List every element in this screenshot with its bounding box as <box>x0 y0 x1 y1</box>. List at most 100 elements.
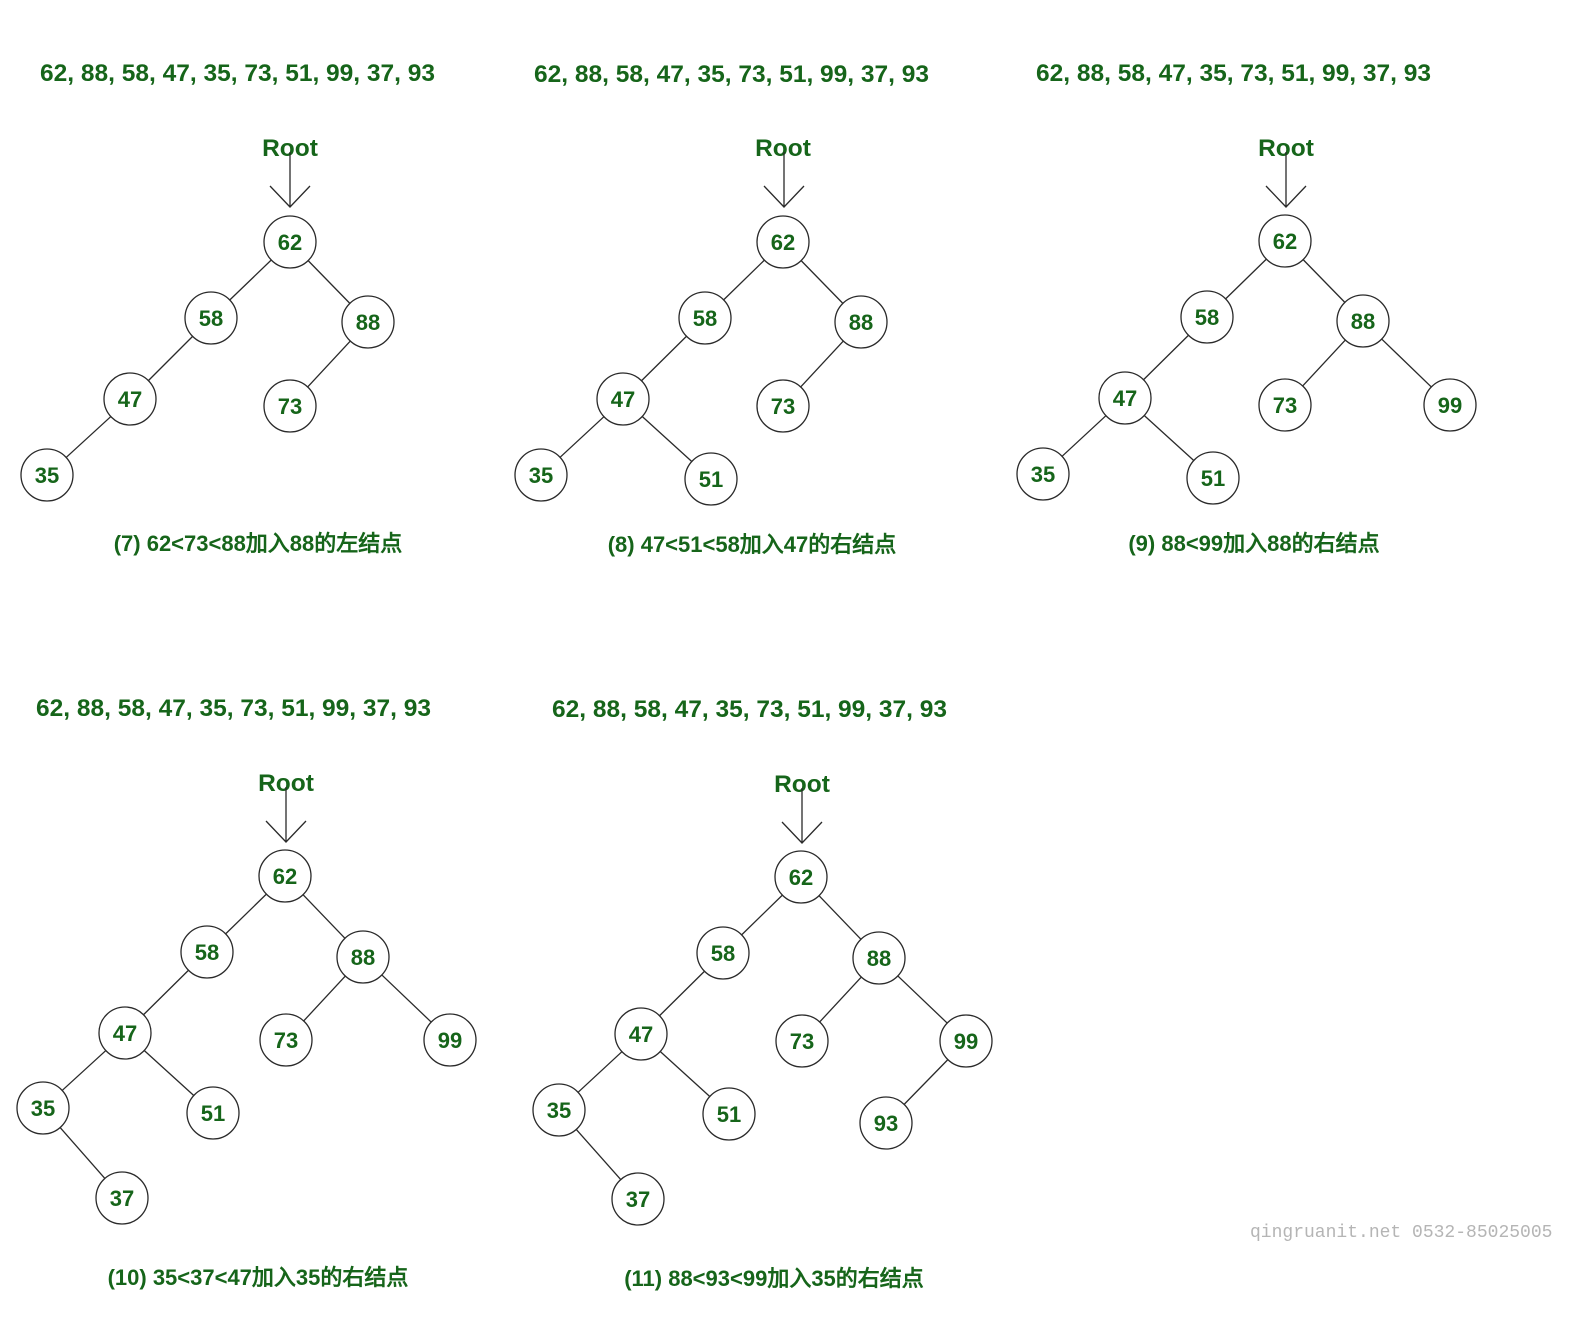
tree-edge-62-88 <box>302 894 346 939</box>
tree-node-35: 35 <box>532 1083 586 1137</box>
step-caption: (7) 62<73<88加入88的左结点 <box>114 531 403 556</box>
watermark: qingruanit.net 0532-85025005 <box>1250 1223 1552 1243</box>
node-value: 51 <box>1201 466 1225 491</box>
tree-node-58: 58 <box>696 926 750 980</box>
tree-node-88: 88 <box>852 931 906 985</box>
node-circle <box>756 379 810 433</box>
root-arrow-icon <box>265 787 307 843</box>
node-circle <box>16 1081 70 1135</box>
node-circle <box>95 1171 149 1225</box>
node-value: 62 <box>278 230 302 255</box>
tree-edge-47-51 <box>143 1050 195 1096</box>
node-value: 62 <box>771 230 795 255</box>
tree-node-58: 58 <box>678 291 732 345</box>
tree-node-37: 37 <box>611 1172 665 1226</box>
tree-edges <box>59 893 432 1179</box>
tree-node-47: 47 <box>103 372 157 426</box>
tree-edge-47-51 <box>641 416 693 462</box>
tree-edge-62-88 <box>800 260 844 304</box>
node-value: 73 <box>274 1028 298 1053</box>
node-value: 62 <box>789 865 813 890</box>
node-value: 99 <box>1438 393 1462 418</box>
node-value: 88 <box>1351 309 1375 334</box>
node-circle <box>98 1006 152 1060</box>
node-value: 47 <box>611 387 635 412</box>
step-panel-5: 62, 88, 58, 47, 35, 73, 51, 99, 37, 93Ro… <box>532 696 993 1291</box>
tree-node-47: 47 <box>614 1007 668 1061</box>
tree-edge-62-88 <box>307 260 351 304</box>
tree-edge-88-99 <box>1381 338 1432 388</box>
node-value: 37 <box>626 1187 650 1212</box>
node-circle <box>596 372 650 426</box>
step-panel-2: 62, 88, 58, 47, 35, 73, 51, 99, 37, 93Ro… <box>514 61 929 557</box>
tree-node-73: 73 <box>263 379 317 433</box>
tree-edge-58-47 <box>1143 334 1189 381</box>
tree-edge-47-35 <box>559 416 605 458</box>
tree-edge-62-58 <box>741 894 783 936</box>
step-caption: (10) 35<37<47加入35的右结点 <box>108 1265 409 1290</box>
node-value: 47 <box>113 1021 137 1046</box>
tree-edge-62-88 <box>1302 259 1346 303</box>
node-value: 35 <box>547 1098 571 1123</box>
tree-node-73: 73 <box>756 379 810 433</box>
node-value: 35 <box>31 1096 55 1121</box>
node-circle <box>341 295 395 349</box>
tree-edge-88-73 <box>1302 339 1346 387</box>
node-circle <box>678 291 732 345</box>
node-circle <box>1258 214 1312 268</box>
node-value: 88 <box>849 310 873 335</box>
tree-node-73: 73 <box>259 1013 313 1067</box>
node-value: 93 <box>874 1111 898 1136</box>
node-circle <box>834 295 888 349</box>
node-value: 51 <box>699 467 723 492</box>
tree-edge-88-73 <box>800 340 844 388</box>
tree-edge-58-47 <box>659 970 705 1017</box>
node-circle <box>103 372 157 426</box>
node-circle <box>336 930 390 984</box>
node-circle <box>1186 451 1240 505</box>
node-circle <box>184 291 238 345</box>
node-circle <box>614 1007 668 1061</box>
tree-node-58: 58 <box>184 291 238 345</box>
node-circle <box>1016 447 1070 501</box>
tree-edge-88-73 <box>307 340 351 388</box>
node-value: 58 <box>199 306 223 331</box>
tree-edge-62-88 <box>818 895 862 940</box>
insertion-sequence: 62, 88, 58, 47, 35, 73, 51, 99, 37, 93 <box>36 695 431 722</box>
tree-edge-35-37 <box>59 1127 106 1179</box>
tree-node-73: 73 <box>775 1014 829 1068</box>
node-circle <box>774 850 828 904</box>
tree-node-47: 47 <box>98 1006 152 1060</box>
tree-node-93: 93 <box>859 1096 913 1150</box>
step-panel-1: 62, 88, 58, 47, 35, 73, 51, 99, 37, 93Ro… <box>20 60 435 556</box>
tree-node-62: 62 <box>756 215 810 269</box>
step-caption: (9) 88<99加入88的右结点 <box>1128 531 1379 556</box>
tree-edge-47-51 <box>659 1051 711 1097</box>
node-circle <box>186 1086 240 1140</box>
root-arrow-icon <box>781 788 823 844</box>
tree-edges <box>575 894 949 1180</box>
root-arrow-icon <box>1265 152 1307 208</box>
node-circle <box>1336 294 1390 348</box>
node-value: 73 <box>790 1029 814 1054</box>
node-circle <box>1098 371 1152 425</box>
tree-edges <box>559 259 844 462</box>
node-value: 73 <box>771 394 795 419</box>
node-circle <box>702 1087 756 1141</box>
node-value: 58 <box>195 940 219 965</box>
node-circle <box>259 1013 313 1067</box>
node-value: 62 <box>273 864 297 889</box>
root-arrow-icon <box>763 152 805 208</box>
node-value: 47 <box>1113 386 1137 411</box>
tree-edge-62-58 <box>229 259 272 301</box>
node-circle <box>263 215 317 269</box>
tree-node-35: 35 <box>514 448 568 502</box>
tree-edge-58-47 <box>143 969 189 1016</box>
node-circle <box>423 1013 477 1067</box>
node-circle <box>20 448 74 502</box>
node-value: 58 <box>1195 305 1219 330</box>
node-value: 58 <box>693 306 717 331</box>
node-value: 99 <box>438 1028 462 1053</box>
node-circle <box>258 849 312 903</box>
